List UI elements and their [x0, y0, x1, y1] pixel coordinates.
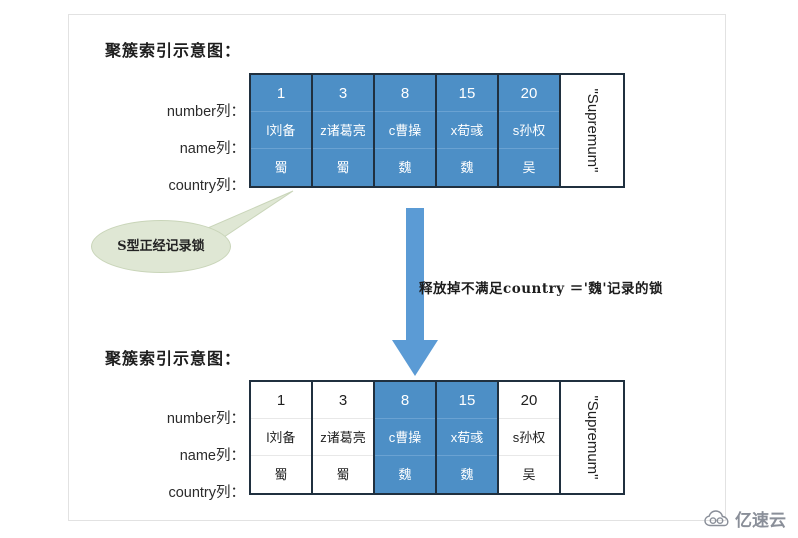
watermark-text: 亿速云 — [735, 511, 786, 530]
cell-country: 蜀 — [313, 456, 373, 493]
cell-number: 1 — [251, 382, 311, 419]
cell-number: 8 — [375, 75, 435, 112]
record-column[interactable]: 8 c曹操 魏 — [375, 382, 437, 493]
release-lock-note: 释放掉不满足country ＝'魏'记录的锁 — [419, 281, 664, 297]
cell-name: s孙权 — [499, 112, 559, 149]
cell-country: 魏 — [375, 456, 435, 493]
cell-name: x荀彧 — [437, 112, 497, 149]
cell-country: 魏 — [375, 149, 435, 186]
cloud-icon — [704, 510, 729, 527]
down-arrow-icon — [392, 208, 438, 376]
cell-country: 蜀 — [251, 149, 311, 186]
cell-name: l刘备 — [251, 419, 311, 456]
record-column[interactable]: 3 z诸葛亮 蜀 — [313, 75, 375, 186]
cell-country: 蜀 — [251, 456, 311, 493]
cell-number: 15 — [437, 75, 497, 112]
record-column[interactable]: 20 s孙权 吴 — [499, 75, 561, 186]
diagram-card: 聚簇索引示意图： number列： name列： country列： 1 l刘备… — [68, 14, 726, 521]
cell-number: 20 — [499, 75, 559, 112]
cell-number: 20 — [499, 382, 559, 419]
cell-name: s孙权 — [499, 419, 559, 456]
top-index-table: 1 l刘备 蜀 3 z诸葛亮 蜀 8 c曹操 魏 15 x荀彧 魏 20 s孙权… — [249, 73, 625, 188]
supremum-label: "Supremum" — [584, 395, 601, 480]
record-column[interactable]: 1 l刘备 蜀 — [251, 75, 313, 186]
callout-label: S型正经记录锁 — [117, 239, 205, 254]
cell-name: c曹操 — [375, 112, 435, 149]
cell-number: 15 — [437, 382, 497, 419]
bottom-section-heading: 聚簇索引示意图： — [105, 349, 242, 368]
row-label-name: name列： — [179, 448, 245, 464]
watermark: 亿速云 — [704, 506, 786, 531]
top-section-heading: 聚簇索引示意图： — [105, 41, 242, 60]
row-label-country: country列： — [168, 178, 245, 194]
callout-bubble: S型正经记录锁 — [91, 220, 231, 273]
supremum-label: "Supremum" — [584, 88, 601, 173]
cell-name: x荀彧 — [437, 419, 497, 456]
record-column[interactable]: 3 z诸葛亮 蜀 — [313, 382, 375, 493]
cell-country: 吴 — [499, 456, 559, 493]
cell-country: 魏 — [437, 149, 497, 186]
record-column[interactable]: 1 l刘备 蜀 — [251, 382, 313, 493]
callout-bubble-shape — [91, 220, 231, 273]
record-column[interactable]: 20 s孙权 吴 — [499, 382, 561, 493]
cell-name: z诸葛亮 — [313, 112, 373, 149]
row-label-name: name列： — [179, 141, 245, 157]
row-label-country: country列： — [168, 485, 245, 501]
bottom-index-table: 1 l刘备 蜀 3 z诸葛亮 蜀 8 c曹操 魏 15 x荀彧 魏 20 s孙权… — [249, 380, 625, 495]
row-label-number: number列： — [166, 104, 245, 120]
cell-name: l刘备 — [251, 112, 311, 149]
cell-country: 魏 — [437, 456, 497, 493]
cell-number: 3 — [313, 75, 373, 112]
record-column[interactable]: 15 x荀彧 魏 — [437, 382, 499, 493]
cell-number: 8 — [375, 382, 435, 419]
record-column[interactable]: 8 c曹操 魏 — [375, 75, 437, 186]
row-label-number: number列： — [166, 411, 245, 427]
cell-number: 3 — [313, 382, 373, 419]
record-column[interactable]: 15 x荀彧 魏 — [437, 75, 499, 186]
top-row-labels: number列： name列： country列： — [87, 94, 245, 205]
cell-number: 1 — [251, 75, 311, 112]
cell-country: 吴 — [499, 149, 559, 186]
bottom-row-labels: number列： name列： country列： — [87, 401, 245, 512]
cell-name: z诸葛亮 — [313, 419, 373, 456]
cell-country: 蜀 — [313, 149, 373, 186]
cell-name: c曹操 — [375, 419, 435, 456]
supremum-column: "Supremum" — [561, 75, 623, 186]
supremum-column: "Supremum" — [561, 382, 623, 493]
